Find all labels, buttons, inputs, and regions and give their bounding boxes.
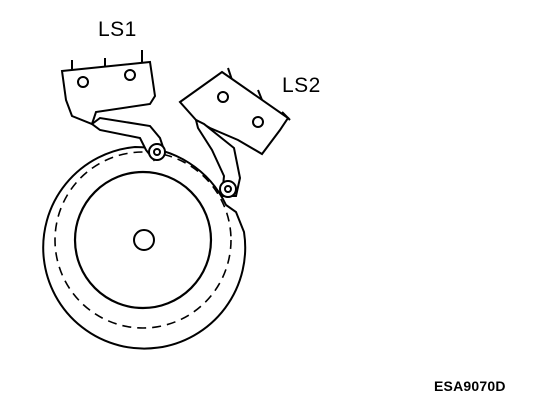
ls2-mount-hole-2 [253,117,263,127]
ls1-label: LS1 [98,18,137,41]
ls2-roller-pin [225,186,231,192]
ls2-label: LS2 [282,74,321,97]
ls2-mount-hole-1 [218,92,228,102]
limit-switch-ls2 [180,68,290,197]
cam-hub [134,230,154,250]
cam-dashed-track [55,152,231,328]
ls1-body [62,62,155,124]
ls1-mount-hole-2 [125,70,135,80]
ls1-roller-pin [154,149,160,155]
limit-switch-ls1 [62,50,165,160]
ls2-body [180,72,288,154]
cam-wheel [43,147,245,349]
ls1-mount-hole-1 [78,77,88,87]
cam-inner-ring [75,172,211,308]
figure-code-label: ESA9070D [434,378,506,394]
cam-outer-profile [43,147,245,349]
